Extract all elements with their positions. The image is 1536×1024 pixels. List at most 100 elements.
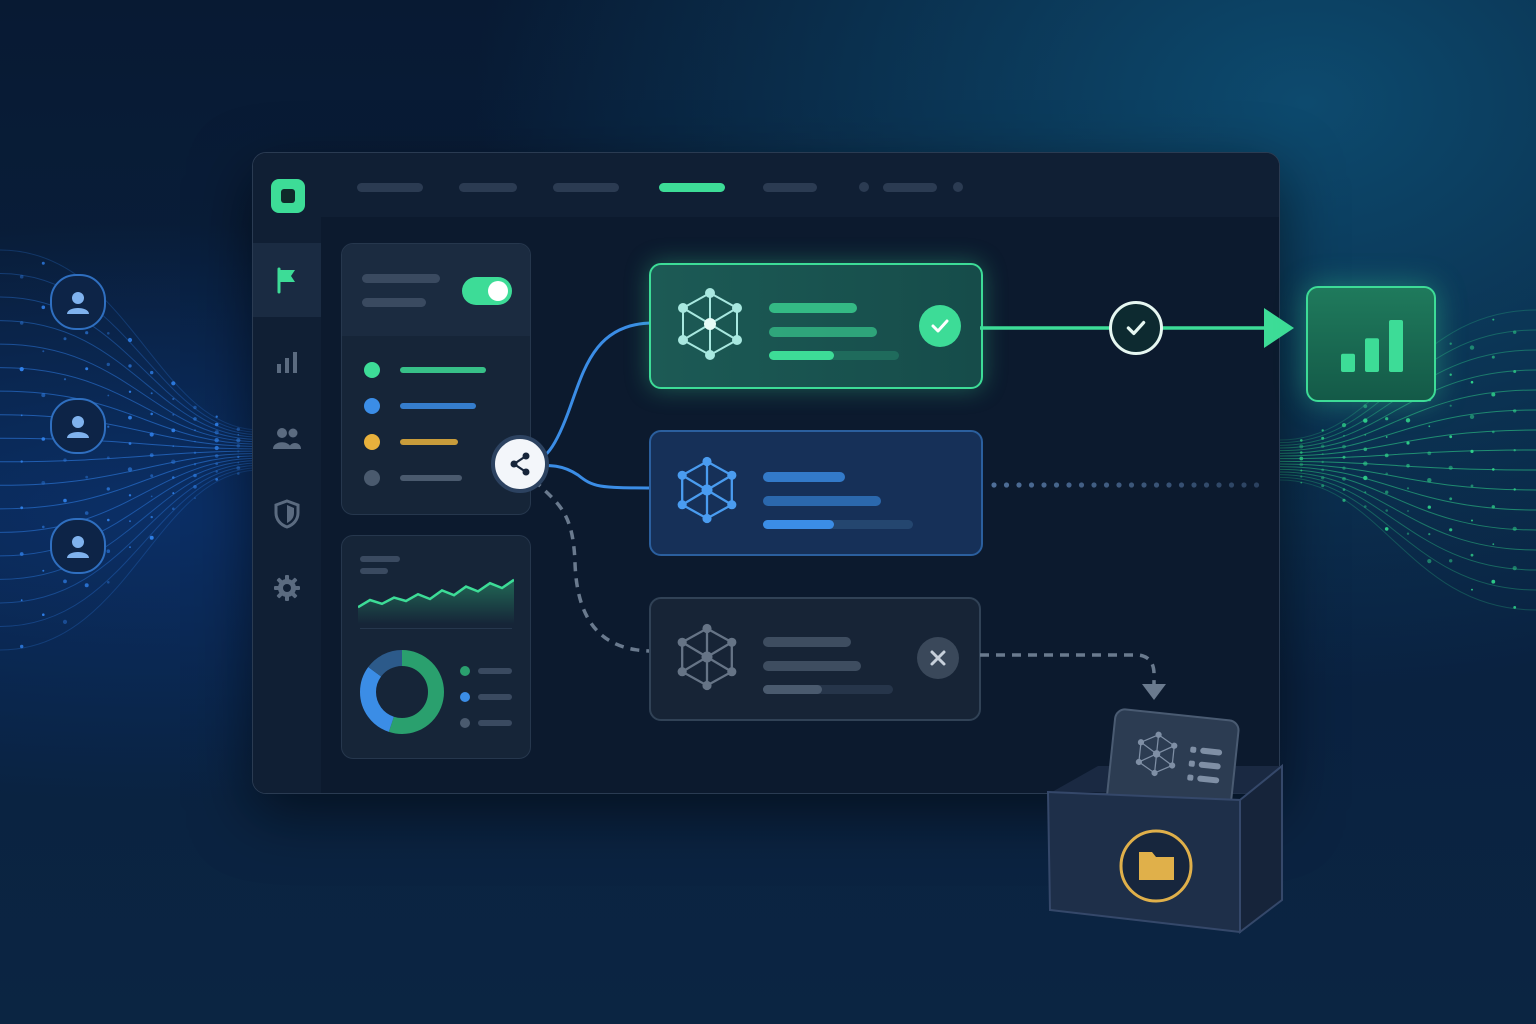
stream-particle xyxy=(1300,475,1302,477)
stream-particle xyxy=(1471,589,1473,591)
stream-particle xyxy=(1321,476,1324,479)
stream-particle xyxy=(150,413,153,416)
stream-particle xyxy=(64,378,66,380)
stream-particle xyxy=(129,494,131,496)
stream-particle xyxy=(129,442,132,445)
stream-particle xyxy=(1449,435,1452,438)
pending-dot xyxy=(1166,482,1171,487)
stream-particle xyxy=(1406,464,1410,468)
stream-particle xyxy=(1385,473,1388,476)
donut-legend-line xyxy=(478,668,512,674)
stream-particle xyxy=(1449,466,1453,470)
stream-particle xyxy=(1428,533,1430,535)
stream-particle xyxy=(172,445,174,447)
stream-particle xyxy=(1363,418,1367,422)
stream-particle xyxy=(1470,450,1473,453)
stream-particle xyxy=(1449,528,1452,531)
pipeline-card-pending[interactable] xyxy=(649,430,983,556)
user-avatar-1[interactable] xyxy=(50,274,106,330)
sidebar-item-security[interactable] xyxy=(253,479,321,549)
nav-tab-2[interactable] xyxy=(459,183,517,192)
stream-particle xyxy=(1450,343,1452,345)
stream-particle xyxy=(172,492,174,494)
stream-particle xyxy=(1342,423,1346,427)
nav-tab-6[interactable] xyxy=(883,183,937,192)
stream-particle xyxy=(64,337,67,340)
pipeline-card-approved[interactable] xyxy=(649,263,983,389)
user-avatar-2[interactable] xyxy=(50,398,106,454)
legend-label-line xyxy=(400,367,486,373)
legend-dot xyxy=(364,398,380,414)
stream-particle xyxy=(171,460,175,464)
card-subtitle-line xyxy=(763,661,861,671)
network-node-icon xyxy=(673,287,747,361)
bar-chart-icon xyxy=(1335,312,1407,376)
card-subtitle-line xyxy=(763,496,881,506)
pending-dot xyxy=(1116,482,1121,487)
pending-dot xyxy=(1179,482,1184,487)
stream-particle xyxy=(85,367,88,370)
nav-tab-5[interactable] xyxy=(763,183,817,192)
feature-toggle[interactable] xyxy=(462,277,512,305)
stream-particle xyxy=(215,423,219,427)
pending-dot xyxy=(1129,482,1134,487)
sidebar-item-flags[interactable] xyxy=(253,243,321,317)
pipeline-card-rejected[interactable] xyxy=(649,597,981,721)
legend-dot xyxy=(364,434,380,450)
filter-title xyxy=(362,274,440,283)
stream-particle xyxy=(215,462,218,465)
stream-particle xyxy=(237,472,240,475)
archive-box[interactable] xyxy=(1046,700,1286,936)
pending-dot xyxy=(1254,482,1259,487)
sidebar-item-users[interactable] xyxy=(253,403,321,473)
stream-particle xyxy=(215,454,219,458)
stream-particle xyxy=(107,456,110,459)
stream-particle xyxy=(237,434,239,436)
user-avatar-3[interactable] xyxy=(50,518,106,574)
legend-label-line xyxy=(400,403,476,409)
stream-particle xyxy=(1491,580,1495,584)
stream-particle xyxy=(1385,509,1388,512)
stream-particle xyxy=(1343,456,1346,459)
stream-particle xyxy=(193,417,197,421)
stream-particle xyxy=(1492,356,1495,359)
stream-particle xyxy=(1513,606,1516,609)
nav-tab-active[interactable] xyxy=(659,183,725,192)
stream-particle xyxy=(1342,499,1345,502)
stream-particle xyxy=(1513,527,1517,531)
stream-particle xyxy=(1450,405,1452,407)
stream-particle xyxy=(171,429,175,433)
stream-particle xyxy=(20,645,23,648)
stream-particle xyxy=(171,381,175,385)
nav-tab-3[interactable] xyxy=(553,183,619,192)
nav-tab-1[interactable] xyxy=(357,183,423,192)
stream-particle xyxy=(194,441,196,443)
stream-particle xyxy=(172,476,175,479)
stream-particle xyxy=(1492,543,1494,545)
donut-legend-dot xyxy=(460,692,470,702)
sidebar-item-settings[interactable] xyxy=(253,553,321,623)
stream-particle xyxy=(1449,559,1452,562)
stream-particle xyxy=(1492,319,1494,321)
legend-label-line xyxy=(400,475,462,481)
stream-particle xyxy=(128,416,132,420)
stream-particle xyxy=(236,438,240,442)
share-router-node[interactable] xyxy=(491,435,549,493)
stream-particle xyxy=(1471,485,1474,488)
sidebar-item-analytics[interactable] xyxy=(253,327,321,397)
app-logo[interactable] xyxy=(271,179,305,213)
user-avatar-icon xyxy=(63,287,93,317)
stream-particle xyxy=(1471,520,1473,522)
report-destination[interactable] xyxy=(1306,286,1436,402)
pending-dot xyxy=(1141,482,1146,487)
stream-particle xyxy=(1471,554,1474,557)
filter-subtitle xyxy=(362,298,426,307)
stream-particle xyxy=(42,613,45,616)
stream-particle xyxy=(1427,478,1431,482)
stream-particle xyxy=(1513,331,1516,334)
stream-particle xyxy=(1299,457,1303,461)
stream-particle xyxy=(1321,437,1324,440)
stream-line xyxy=(1280,480,1536,610)
stream-particle xyxy=(129,520,131,522)
stream-particle xyxy=(1513,566,1517,570)
